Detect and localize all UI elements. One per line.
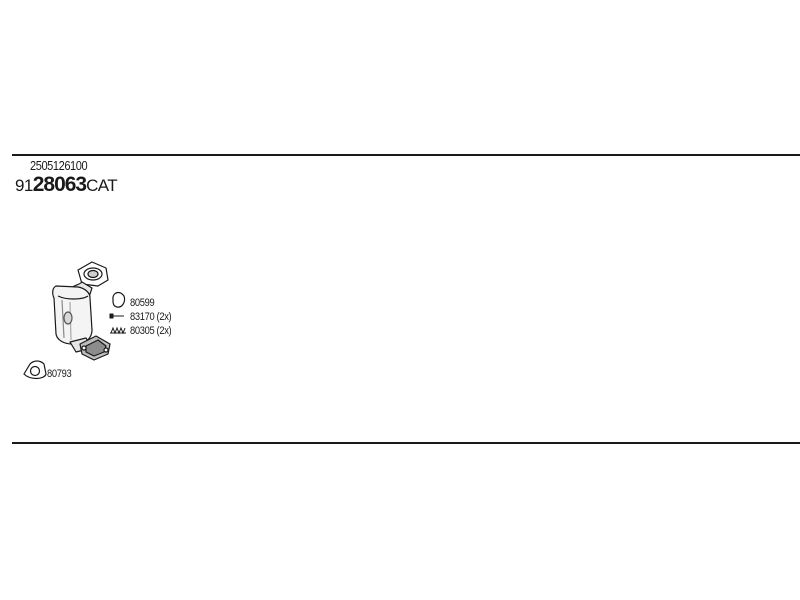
- catalytic-converter-icon: [52, 261, 111, 361]
- part-number-flange-gasket: 80793: [47, 368, 72, 380]
- bottom-divider: [12, 442, 800, 444]
- kit-main-number: 28063: [32, 173, 87, 196]
- gasket-ring-icon: [112, 291, 126, 308]
- part-number-bolt: 83170 (2x): [130, 311, 172, 323]
- flange-gasket-icon: [23, 360, 47, 380]
- part-number-spring: 80305 (2x): [130, 325, 172, 337]
- reference-code: 2505126100: [30, 158, 88, 173]
- kit-suffix: CAT: [86, 176, 118, 195]
- part-number-gasket-ring: 80599: [130, 297, 155, 309]
- top-divider: [12, 154, 800, 156]
- kit-prefix: 91: [15, 176, 33, 195]
- bolt-icon: [109, 313, 124, 319]
- spring-icon: [110, 326, 126, 335]
- kit-number: 9128063CAT: [15, 173, 118, 197]
